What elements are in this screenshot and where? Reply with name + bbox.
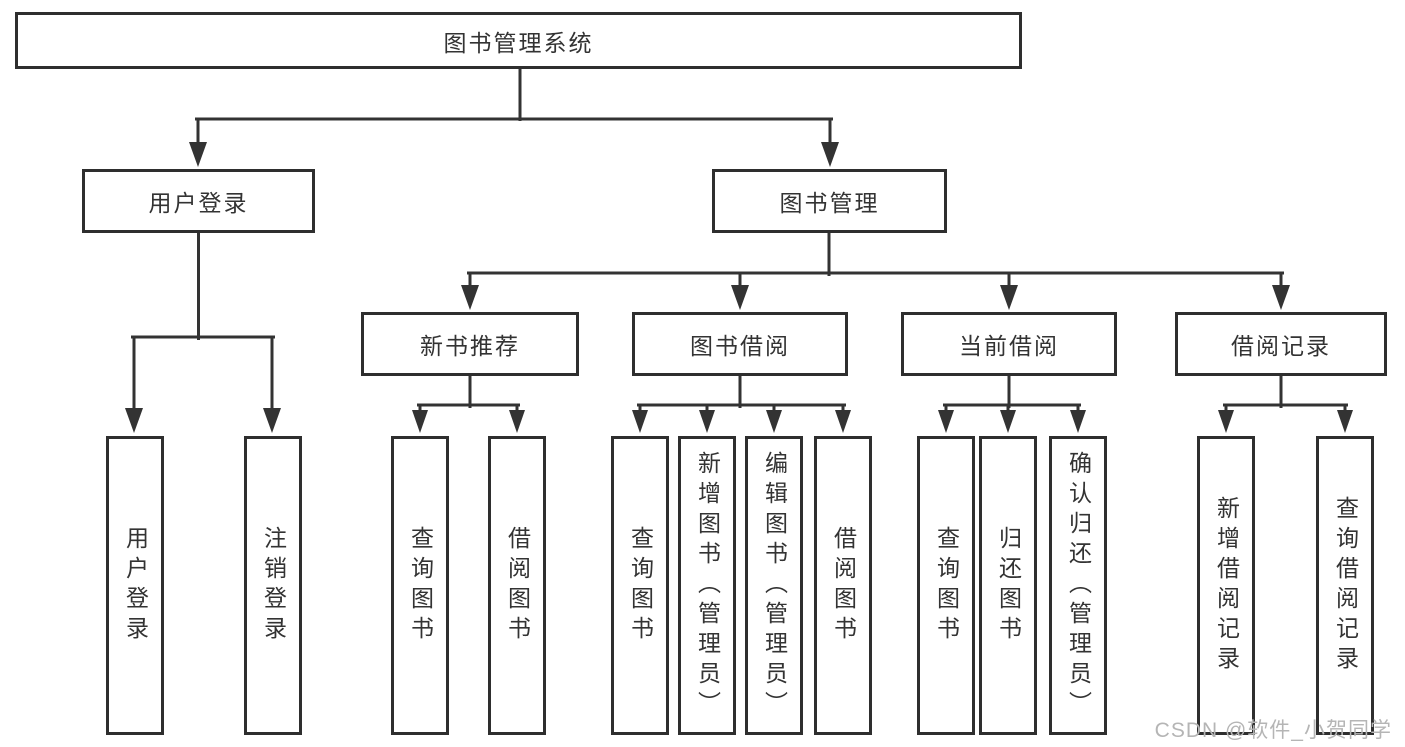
leaf-borrow-books: 借阅图书 xyxy=(814,436,872,735)
leaf-add-books-admin: 新增图书（管理员） xyxy=(678,436,736,735)
node-label: 用户登录 xyxy=(122,525,149,646)
node-new-book-recommendation: 新书推荐 xyxy=(361,312,579,376)
leaf-add-borrow-record: 新增借阅记录 xyxy=(1197,436,1255,735)
leaf-borrow-books: 借阅图书 xyxy=(488,436,546,735)
leaf-logout: 注销登录 xyxy=(244,436,302,735)
node-label: 图书借阅 xyxy=(690,333,790,359)
node-library-management-system: 图书管理系统 xyxy=(15,12,1022,69)
node-current-borrowing: 当前借阅 xyxy=(901,312,1117,376)
node-label: 借阅图书 xyxy=(830,525,857,646)
node-label: 新增图书（管理员） xyxy=(694,450,721,721)
node-label: 借阅图书 xyxy=(504,525,531,646)
node-label: 借阅记录 xyxy=(1231,333,1331,359)
node-label: 注销登录 xyxy=(260,525,287,646)
node-label: 图书管理系统 xyxy=(443,29,594,56)
leaf-edit-books-admin: 编辑图书（管理员） xyxy=(745,436,803,735)
node-label: 图书管理 xyxy=(779,190,880,216)
node-label: 查询图书 xyxy=(627,525,654,646)
node-borrowing-records: 借阅记录 xyxy=(1175,312,1387,376)
node-user-login: 用户登录 xyxy=(82,169,315,233)
leaf-confirm-return-admin: 确认归还（管理员） xyxy=(1049,436,1107,735)
node-label: 当前借阅 xyxy=(959,333,1059,359)
leaf-return-books: 归还图书 xyxy=(979,436,1037,735)
node-label: 查询图书 xyxy=(407,525,434,646)
node-label: 确认归还（管理员） xyxy=(1065,450,1092,721)
leaf-user-login: 用户登录 xyxy=(106,436,164,735)
node-label: 归还图书 xyxy=(995,525,1022,646)
node-label: 查询图书 xyxy=(933,525,960,646)
node-label: 用户登录 xyxy=(148,190,249,216)
node-label: 新增借阅记录 xyxy=(1213,495,1240,676)
node-label: 新书推荐 xyxy=(420,333,520,359)
csdn-watermark: CSDN @软件_小贺同学 xyxy=(1154,719,1392,742)
leaf-query-books: 查询图书 xyxy=(917,436,975,735)
leaf-query-borrow-record: 查询借阅记录 xyxy=(1316,436,1374,735)
node-label: 编辑图书（管理员） xyxy=(761,450,788,721)
node-book-management: 图书管理 xyxy=(712,169,947,233)
leaf-query-books: 查询图书 xyxy=(611,436,669,735)
leaf-query-books: 查询图书 xyxy=(391,436,449,735)
node-label: 查询借阅记录 xyxy=(1332,495,1359,676)
node-book-borrowing: 图书借阅 xyxy=(632,312,848,376)
